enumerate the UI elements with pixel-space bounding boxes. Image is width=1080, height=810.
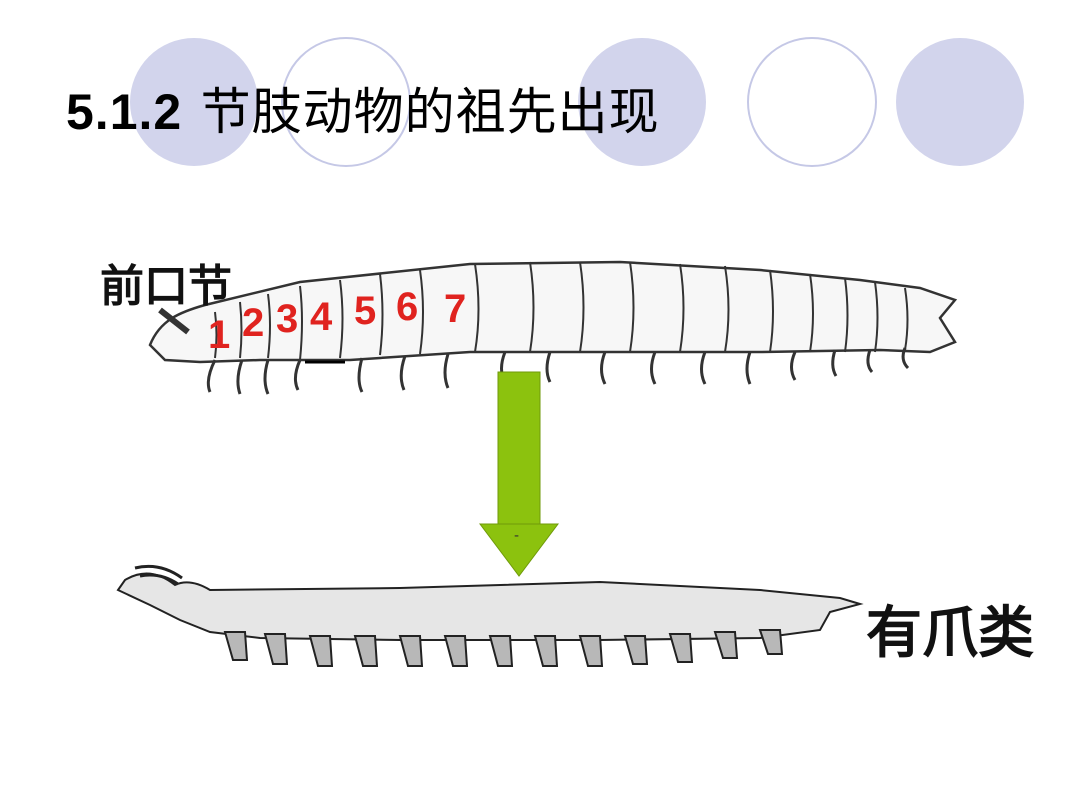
page-title: 5.1.2 节肢动物的祖先出现 [66, 72, 660, 144]
deco-circle-4 [747, 37, 877, 167]
segment-number: 1 [208, 313, 230, 357]
segment-number: 4 [310, 295, 333, 339]
deco-circle-2 [281, 37, 411, 167]
deco-circle-3 [578, 38, 706, 166]
down-arrow-icon: - [479, 371, 559, 577]
segment-number: 5 [354, 289, 376, 333]
label-prostomium: 前口节 [100, 261, 232, 312]
segment-number: 6 [396, 285, 418, 329]
segment-number: 7 [444, 287, 466, 331]
onychophoran-illustration [116, 564, 864, 667]
segment-number: 2 [242, 301, 264, 345]
deco-circle-5 [896, 38, 1024, 166]
title-text: 节肢动物的祖先出现 [200, 83, 660, 141]
label-onychophora: 有爪类 [866, 601, 1034, 666]
title-number: 5.1.2 [66, 84, 183, 140]
segmented-worm-illustration [148, 260, 958, 395]
deco-circle-1 [130, 38, 258, 166]
arrow-mark: - [514, 528, 519, 544]
segment-numbers: 1 2 3 4 5 6 7 [208, 285, 466, 357]
segment-number: 3 [276, 297, 298, 341]
